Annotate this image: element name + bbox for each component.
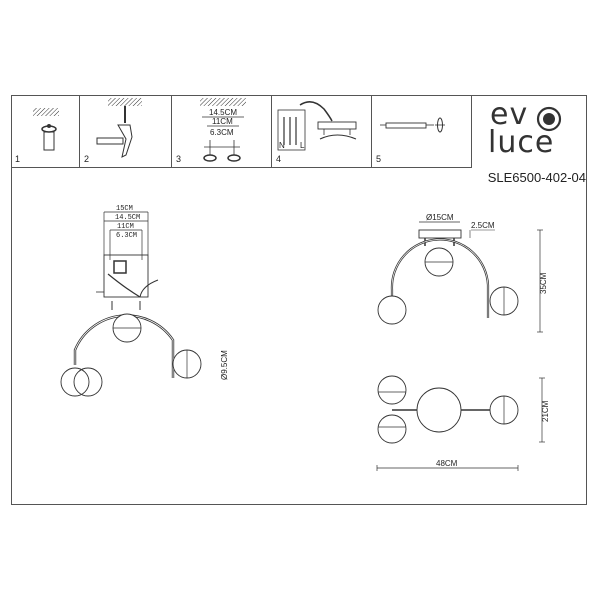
dim-6-3: 6.3CM [210, 128, 234, 137]
step-number: 1 [15, 154, 21, 164]
dim-depth: 21CM [541, 400, 550, 422]
step-number: 5 [376, 154, 382, 164]
ceiling-drill-icon [33, 108, 59, 151]
mount-screws-icon: 14.5CM 11CM 6.3CM [200, 98, 246, 162]
step-panel-3: 14.5CM 11CM 6.3CM 3 [172, 95, 272, 168]
wiring-icon: N L [277, 101, 357, 151]
sheet-frame [11, 95, 587, 505]
side-view-drawing: Ø15CM 2.5CM 35CM [377, 213, 548, 333]
step-panel-4: N L 4 [272, 95, 372, 168]
dim-total-height: 35CM [539, 272, 548, 294]
dim-width: 48CM [436, 459, 458, 468]
install-bulb-icon [380, 117, 445, 133]
brand-logo: ev luce [472, 98, 587, 168]
step-number: 2 [84, 154, 90, 164]
dim-11: 11CM [212, 117, 233, 126]
hammer-anchor-icon [96, 98, 142, 158]
dim-canopy-diameter: Ø15CM [426, 213, 454, 222]
dim-11-drawing: 11CM [117, 223, 134, 231]
step-panel-5: 5 [372, 95, 472, 168]
dim-15: 15CM [116, 205, 133, 213]
step-panel-1: 1 [11, 95, 80, 168]
wire-label-l: L [300, 141, 305, 150]
logo-circle-icon [536, 106, 562, 132]
step-number: 4 [276, 154, 282, 164]
product-code: SLE6500-402-04 [487, 170, 586, 185]
step-panel-2: 2 [80, 95, 172, 168]
installation-steps-strip: 1 2 14.5CM 11CM 6.3CM 3 [11, 95, 472, 168]
dim-14-5: 14.5CM [209, 108, 237, 117]
top-view-drawing: 21CM 48CM [376, 375, 550, 471]
dim-canopy-height: 2.5CM [471, 221, 495, 230]
dim-globe-diameter: Ø9.5CM [220, 350, 229, 380]
logo-text-luce: luce [488, 125, 555, 160]
dim-6-3-drawing: 6.3CM [116, 232, 137, 240]
wire-label-n: N [279, 141, 285, 150]
exploded-view-drawing: 15CM 14.5CM 11CM 6.3CM Ø9.5CM [60, 205, 229, 397]
logo-text-ev: ev [490, 97, 529, 132]
step-number: 3 [176, 154, 182, 164]
dim-14-5-drawing: 14.5CM [115, 214, 140, 222]
